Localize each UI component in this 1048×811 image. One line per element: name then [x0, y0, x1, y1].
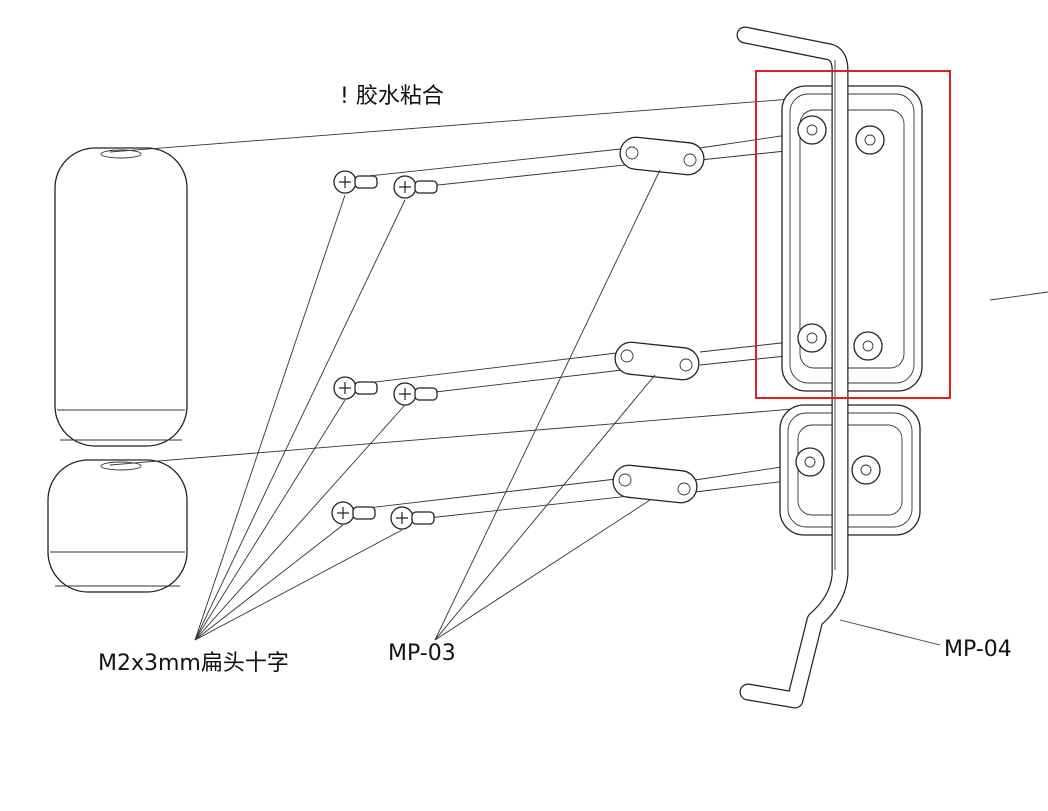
highlight-box: [755, 70, 951, 399]
bracket-top: [781, 85, 923, 392]
screw: [393, 382, 438, 406]
large-capsule-part: [54, 147, 188, 447]
screw: [390, 506, 435, 530]
link: [614, 341, 700, 381]
small-capsule-part: [47, 459, 188, 593]
screw: [333, 376, 378, 400]
screws: [331, 170, 438, 530]
link: [619, 136, 705, 176]
link-label: MP-03: [388, 641, 456, 666]
screw: [331, 501, 376, 525]
mp03-links: [612, 136, 705, 504]
link-leaders: [434, 169, 661, 641]
edge-line: [989, 291, 1048, 301]
screw: [333, 170, 378, 194]
glue-note-label: ! 胶水粘合: [340, 84, 444, 109]
bracket-bottom: [779, 404, 921, 536]
glue-line-bottom: [109, 405, 831, 466]
glue-line-top: [109, 95, 831, 153]
screw: [393, 175, 438, 199]
screw-leaders: [194, 194, 406, 641]
screw-label: M2x3mm扁头十字: [98, 651, 289, 676]
mp04-rod: [736, 26, 849, 709]
rod-leader: [839, 619, 941, 646]
rod-label: MP-04: [944, 637, 1012, 662]
link: [612, 464, 698, 504]
